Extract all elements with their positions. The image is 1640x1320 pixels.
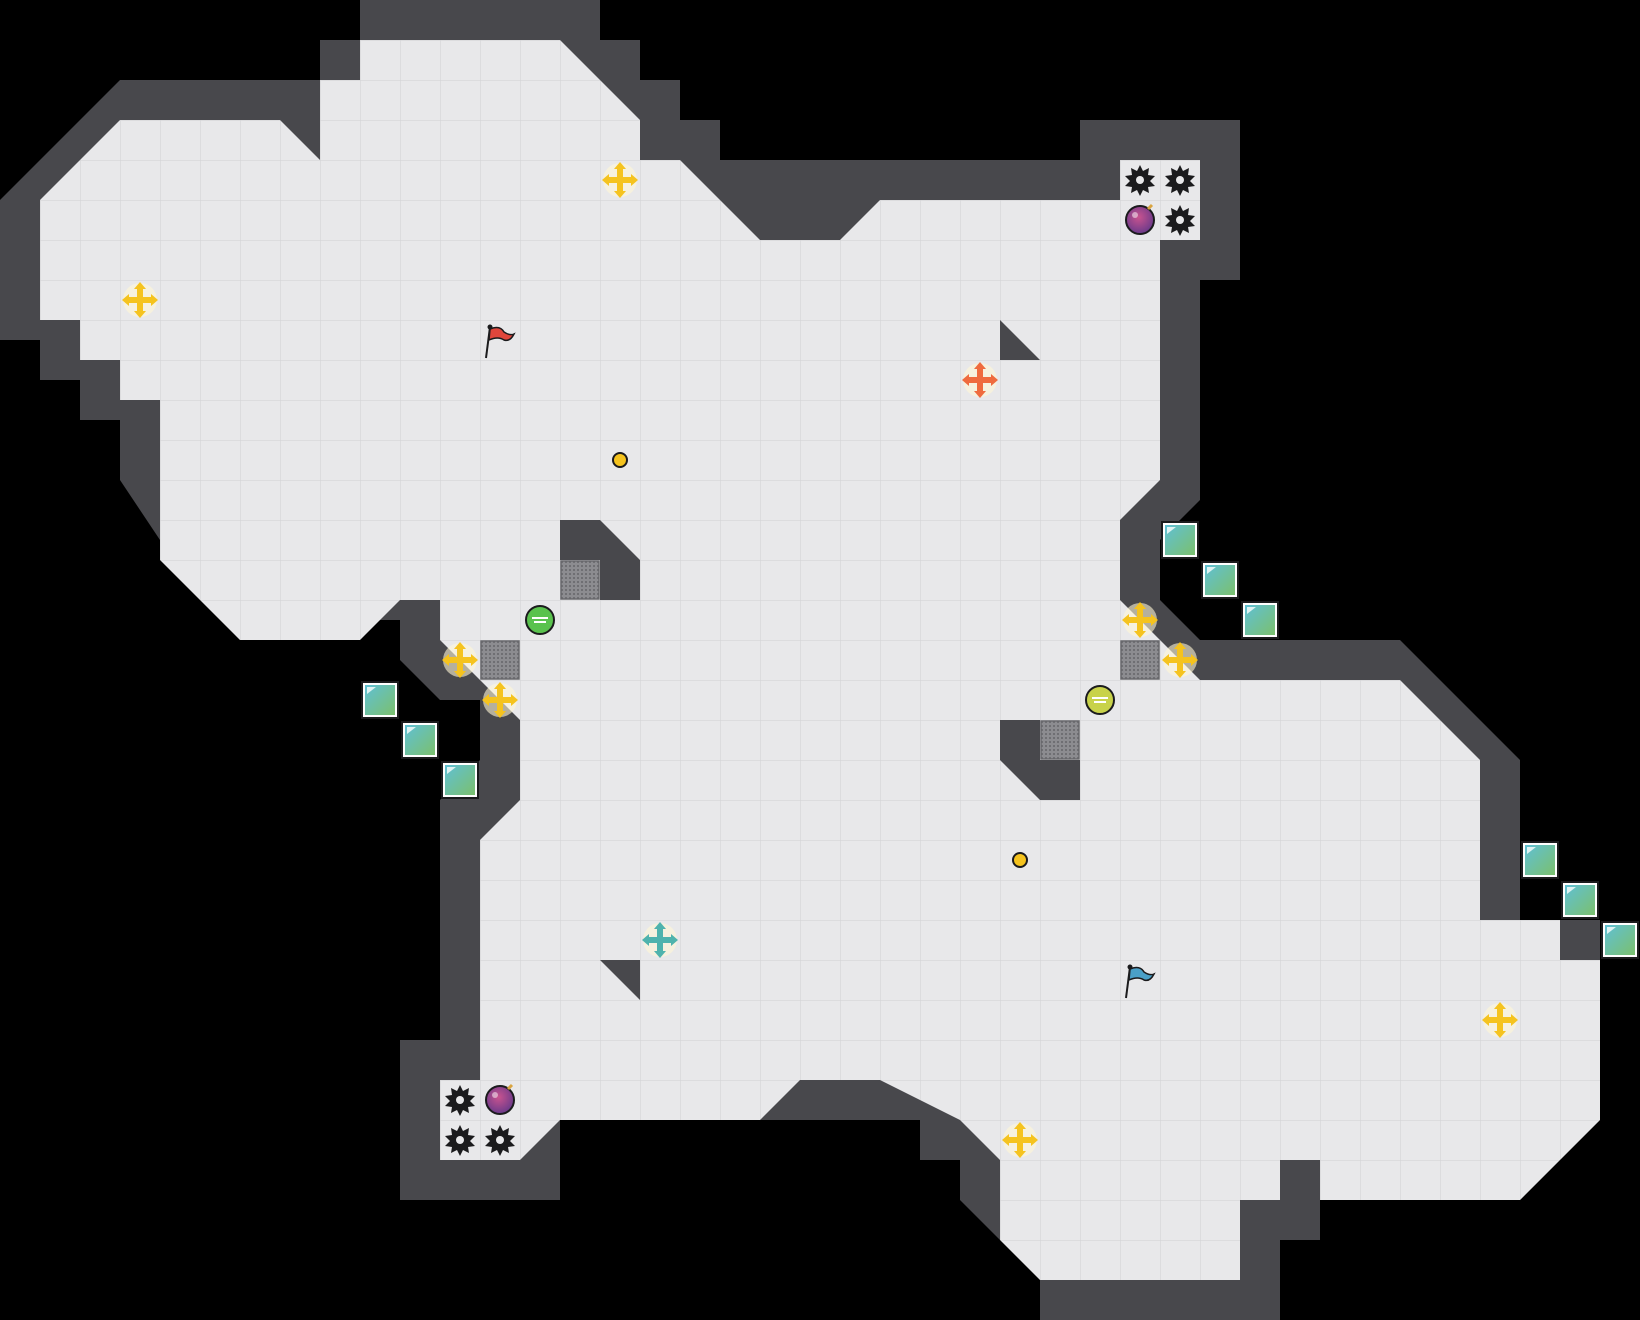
portal-icon	[440, 760, 480, 800]
gate-tile	[560, 560, 600, 600]
powerup-yellow-icon	[1085, 685, 1115, 715]
gate-tile	[1040, 720, 1080, 760]
bomb-icon	[484, 1083, 516, 1116]
portal-icon	[1520, 840, 1560, 880]
powerup-green-icon	[525, 605, 555, 635]
portal-icon	[1200, 560, 1240, 600]
bomb-icon	[1124, 203, 1156, 236]
portal-icon	[400, 720, 440, 760]
floor-layer	[40, 40, 1600, 1280]
portal-icon	[1560, 880, 1600, 920]
portal-icon	[1160, 520, 1200, 560]
yellow-dot-icon	[612, 452, 628, 468]
powerups	[525, 452, 1115, 868]
interior-walls	[560, 320, 1080, 1000]
portal-icon	[1600, 920, 1640, 960]
gate-tile	[1120, 640, 1160, 680]
gate-tile	[480, 640, 520, 680]
yellow-dot-icon	[1012, 852, 1028, 868]
portal-icon	[360, 680, 400, 720]
portal-icon	[1240, 600, 1280, 640]
